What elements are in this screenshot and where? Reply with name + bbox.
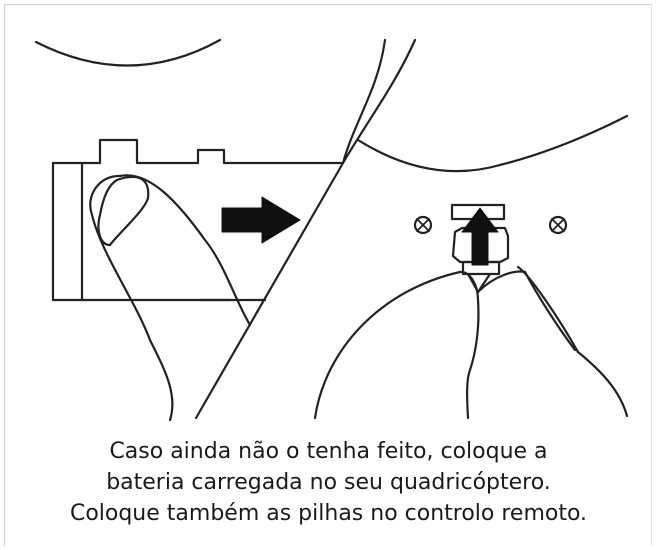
panel-divider: [194, 38, 387, 420]
instruction-caption: Caso ainda não o tenha feito, coloque a …: [0, 436, 657, 529]
drone-body-arc-left: [34, 38, 222, 67]
drone-body-arc-right: [356, 114, 629, 173]
screw-icon: [548, 215, 568, 235]
arrow-right-icon: [221, 196, 301, 244]
thumb-drawing: [89, 174, 252, 422]
caption-line-1: Caso ainda não o tenha feito, coloque a: [109, 439, 548, 464]
caption-line-3: Coloque também as pilhas no controlo rem…: [69, 501, 588, 526]
figure-frame: [4, 4, 652, 546]
battery-installation-illustration: [34, 38, 629, 422]
fingers-drawing: [313, 265, 629, 420]
screw-icon: [413, 215, 433, 235]
caption-line-2: bateria carregada no seu quadricóptero.: [106, 470, 551, 495]
battery-compartment: [51, 138, 345, 302]
arrow-up-icon: [461, 207, 499, 266]
